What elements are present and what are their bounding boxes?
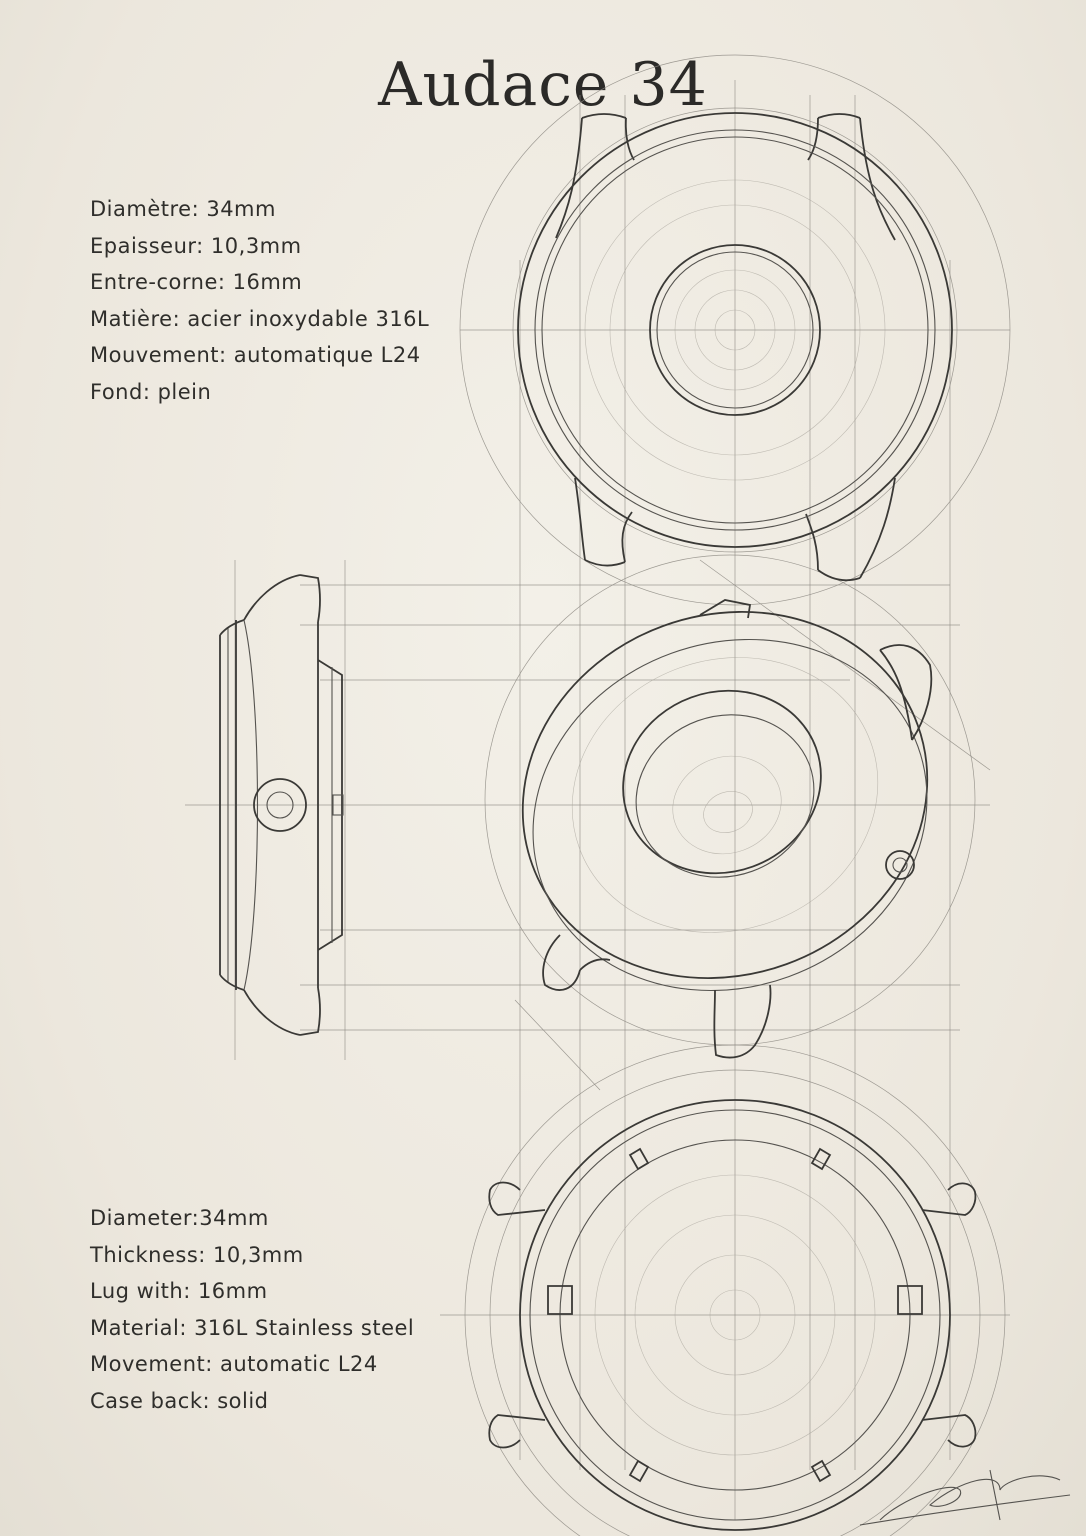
spec-thickness-en: Thickness: 10,3mm (90, 1242, 304, 1267)
spec-material-fr: Matière: acier inoxydable 316L (90, 306, 430, 331)
specs-list-english: Diameter:34mm Thickness: 10,3mm Lug with… (90, 1200, 414, 1419)
back-view (488, 1099, 977, 1531)
spec-diameter-fr: Diamètre: 34mm (90, 197, 276, 221)
artist-signature (859, 1469, 1071, 1526)
front-view (517, 112, 953, 582)
spec-diameter-en: Diameter:34mm (90, 1206, 269, 1230)
spec-lug-width-fr: Entre-corne: 16mm (90, 270, 303, 294)
side-view (219, 574, 344, 1036)
spec-caseback-fr: Fond: plein (90, 379, 212, 404)
spec-material-en: Material: 316L Stainless steel (90, 1315, 415, 1340)
spec-lug-width-en: Lug with: 16mm (90, 1279, 268, 1303)
specs-list-french: Diamètre: 34mm Epaisseur: 10,3mm Entre-c… (90, 191, 429, 410)
spec-thickness-fr: Epaisseur: 10,3mm (90, 233, 302, 258)
spec-caseback-en: Case back: solid (90, 1388, 269, 1413)
spec-movement-en: Movement: automatic L24 (90, 1352, 378, 1376)
page-title: Audace 34 (378, 50, 708, 121)
perspective-view (521, 599, 933, 1059)
construction-lines (185, 54, 1011, 1536)
spec-movement-fr: Mouvement: automatique L24 (90, 343, 421, 367)
